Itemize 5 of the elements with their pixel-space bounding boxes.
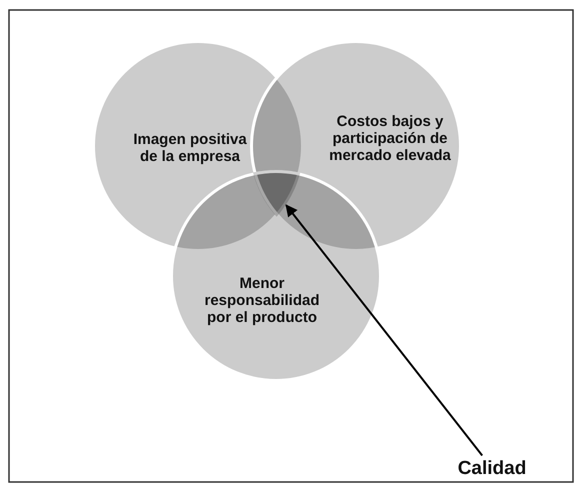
circle-label: Costos bajos y participación de mercado elevada [328,112,452,164]
leader-line [285,204,483,456]
callout-label: Calidad [456,458,528,478]
circle-label: Imagen positiva de la empresa [132,131,248,165]
circle-label: Menor responsabilidad por el producto [203,274,321,326]
